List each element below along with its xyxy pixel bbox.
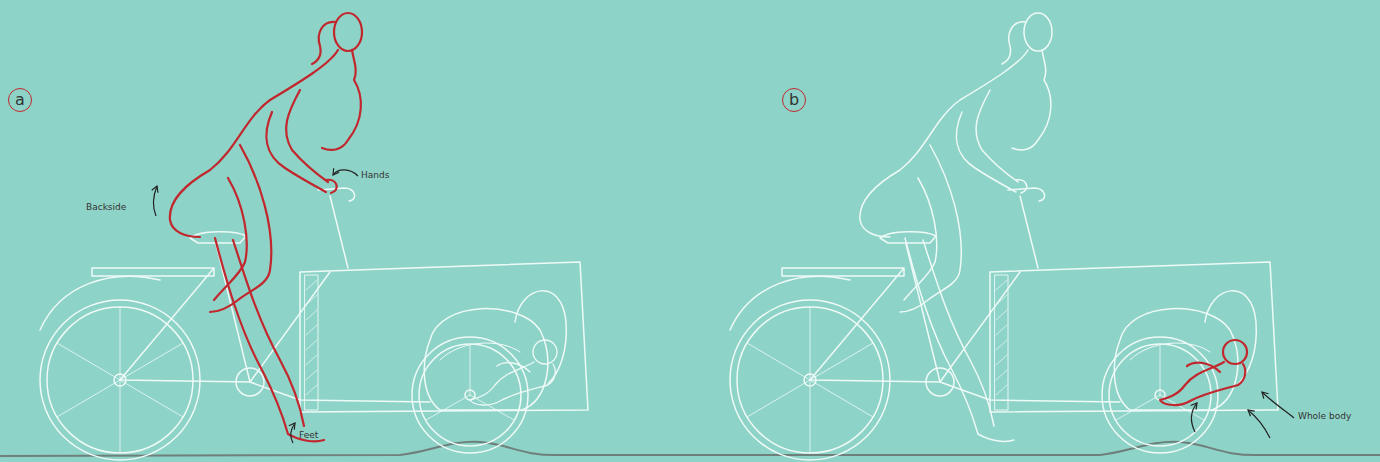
leader-arrow (1262, 392, 1294, 418)
cargo-bike (40, 188, 588, 460)
leader-arrow (1248, 410, 1270, 438)
panel-letter-circle: b (782, 88, 806, 112)
body-part-label: Hands (361, 171, 389, 181)
body-part-label: Whole body (1298, 412, 1351, 422)
leader-arrow (333, 170, 358, 176)
leader-arrow (153, 186, 157, 216)
infant-highlight (1160, 340, 1247, 405)
panel-letter: b (789, 92, 799, 108)
body-part-label: Feet (299, 431, 318, 441)
infant-figure (470, 340, 557, 405)
panel-letter: a (15, 92, 25, 108)
rider-highlight (170, 13, 362, 441)
body-part-label: Backside (86, 203, 126, 213)
leader-arrow (1191, 403, 1197, 432)
rider-figure (860, 13, 1052, 441)
cargo-bike (730, 188, 1278, 460)
panel-b (730, 13, 1294, 460)
leader-arrow (291, 423, 295, 443)
panel-a (40, 13, 588, 460)
panel-letter-circle: a (8, 88, 32, 112)
